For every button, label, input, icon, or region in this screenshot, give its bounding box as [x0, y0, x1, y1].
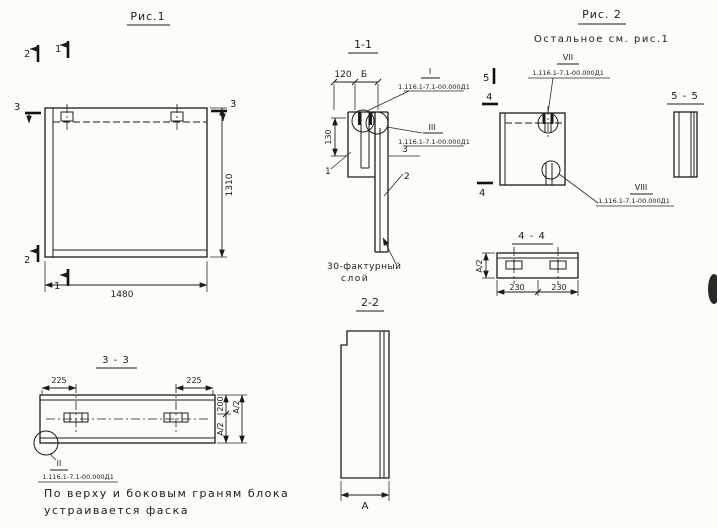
detail-circle-I — [351, 109, 375, 133]
fig1-height-dim: 1310 — [225, 173, 235, 196]
section-5-5: 5 - 5 — [667, 91, 704, 178]
dim-a: А — [362, 501, 369, 512]
cut-mark-2-top-label: 2 — [24, 49, 30, 60]
callout-III-label: III — [428, 123, 435, 132]
section-1-1-part-labels: 1 2 3 — [325, 145, 420, 197]
section-5-5-linework — [673, 111, 698, 178]
section-2-2-dim: А — [340, 481, 390, 512]
detail-circle-II — [33, 430, 59, 456]
fig1-width-dim: 1480 — [111, 290, 134, 300]
cut-mark-2-bottom-label: 2 — [24, 255, 30, 266]
section-2-2-linework — [340, 330, 390, 479]
callout-III-ref: 1.116.1-7.1-00.000Д1 — [398, 138, 470, 146]
callout-III: III 1.116.1-7.1-00.000Д1 — [386, 123, 470, 147]
facture-note-line2: слой — [341, 274, 369, 284]
callout-VIII: VIII 1.116.1-7.1-00.000Д1 — [558, 173, 674, 207]
part-label-1: 1 — [325, 167, 331, 177]
dim-225-left: 225 — [51, 376, 66, 385]
section-1-1-linework — [347, 111, 389, 253]
dim-a2-outer: А/2 — [232, 400, 241, 413]
footnote: По верху и боковым граням блока устраива… — [44, 487, 289, 517]
section-3-3-right-dims: 200 А/2 А/2 — [216, 394, 247, 444]
facture-note-line1: 30-фактурный — [327, 262, 401, 272]
fig1-cut-marks: 2 1 3 3 2 1 — [14, 41, 236, 292]
cut-mark-1-bottom-label: 1 — [54, 281, 60, 292]
callout-VII-ref: 1.116.1-7.1-00.000Д1 — [532, 69, 604, 77]
section-4-4-linework — [496, 247, 579, 284]
dim-230-left: 230 — [509, 283, 524, 292]
dim-230-right: 230 — [551, 283, 566, 292]
footnote-line1: По верху и боковым граням блока — [44, 487, 289, 500]
fig2-subtitle: Остальное см. рис.1 — [534, 34, 669, 45]
section-1-1-left-dim: 130 — [324, 117, 346, 157]
section-3-3-top-dims: 225 225 — [41, 376, 214, 395]
callout-VIII-ref: 1.116.1-7.1-00.000Д1 — [598, 197, 670, 205]
cut-mark-5-label: 5 — [483, 73, 489, 84]
dim-120: 120 — [334, 70, 351, 80]
section-2-2-title: 2-2 — [361, 296, 379, 309]
section-3-3-linework — [39, 384, 216, 444]
dim-200: 200 — [216, 396, 225, 411]
callout-I-ref: 1.116.1-7.1-00.000Д1 — [398, 83, 470, 91]
fig2-block-linework — [499, 106, 566, 186]
callout-VIII-label: VIII — [635, 183, 648, 192]
section-3-3-title: 3 - 3 — [102, 355, 130, 366]
footnote-line2: устраивается фаска — [44, 504, 189, 517]
fig1: Рис.1 2 1 3 3 2 1 — [14, 10, 236, 300]
fig1-panel-linework — [44, 104, 208, 258]
callout-I-label: I — [429, 67, 431, 76]
section-2-2: 2-2 А — [340, 296, 390, 512]
dim-a2-lower: А/2 — [216, 422, 225, 435]
part-label-3: 3 — [402, 145, 408, 155]
detail-circle-III — [365, 111, 389, 135]
cut-mark-3-right-label: 3 — [230, 99, 236, 110]
detail-circle-VIII — [541, 160, 561, 180]
cut-mark-4-top-label: 4 — [486, 92, 492, 103]
callout-I: I 1.116.1-7.1-00.000Д1 — [366, 67, 470, 112]
callout-II-ref: 1.116.1-7.1-00.000Д1 — [42, 473, 114, 481]
fig1-title: Рис.1 — [130, 10, 165, 23]
dim-b: Б — [361, 70, 367, 80]
scan-artifact — [708, 274, 717, 304]
part-label-2: 2 — [404, 172, 410, 182]
section-5-5-title: 5 - 5 — [671, 91, 699, 102]
section-4-4-title: 4 - 4 — [518, 231, 546, 242]
section-4-4: 4 - 4 А/2 230 230 — [475, 231, 579, 296]
callout-VII: VII 1.116.1-7.1-00.000Д1 — [528, 53, 610, 114]
section-1-1: 1-1 120 Б — [324, 38, 470, 284]
section-1-1-title: 1-1 — [354, 38, 372, 51]
fig2: Рис. 2 Остальное см. рис.1 5 4 4 VII — [477, 8, 674, 207]
callout-II: II 1.116.1-7.1-00.000Д1 — [38, 453, 118, 483]
callout-II-label: II — [57, 459, 62, 468]
facture-layer-note: 30-фактурный слой — [327, 237, 401, 284]
fig2-title: Рис. 2 — [582, 8, 622, 21]
dim-130: 130 — [324, 129, 333, 144]
fig1-dimensions: 1480 1310 — [44, 107, 235, 300]
fig2-cut-marks: 5 4 4 — [477, 68, 498, 199]
cut-mark-3-left-label: 3 — [14, 102, 20, 113]
cut-mark-4-bottom-label: 4 — [479, 188, 485, 199]
callout-VII-label: VII — [563, 53, 573, 62]
dim-225-right: 225 — [186, 376, 201, 385]
section-4-4-dims: А/2 230 230 — [475, 252, 579, 296]
dim-a2: А/2 — [475, 259, 484, 272]
cut-mark-1-top-label: 1 — [55, 44, 61, 55]
section-3-3: 3 - 3 225 225 II — [33, 355, 247, 483]
section-1-1-top-dims: 120 Б — [330, 70, 382, 110]
